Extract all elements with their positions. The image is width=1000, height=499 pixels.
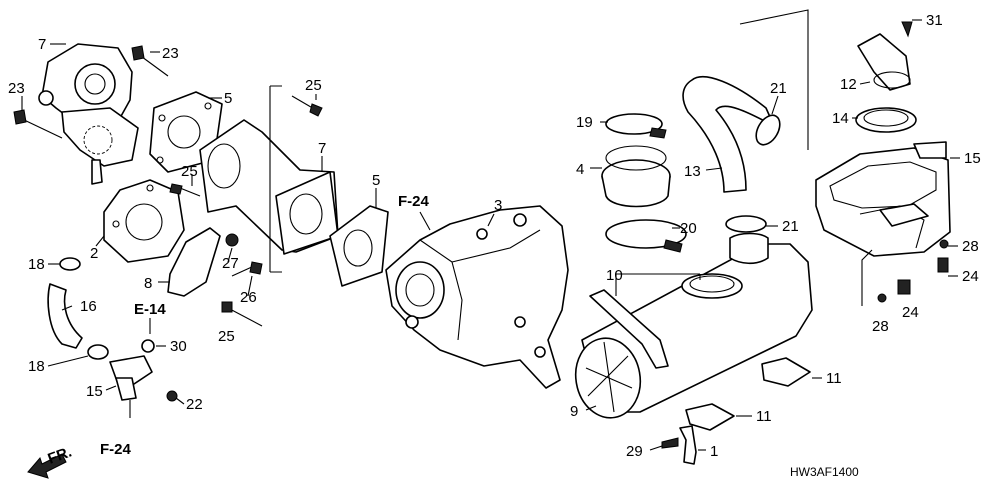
callout-5-left: 5 <box>224 90 232 107</box>
direction-label: FR. <box>46 444 75 468</box>
water-fitting-16 <box>109 339 178 418</box>
bolt-23-left <box>13 109 63 139</box>
heat-shield-8 <box>167 227 221 297</box>
seal-14 <box>855 107 917 133</box>
callout-5-right: 5 <box>372 172 380 189</box>
ref-f24-left: F-24 <box>100 441 132 458</box>
leader-lines <box>21 19 960 451</box>
hose-17 <box>47 283 83 349</box>
callout-28-right: 28 <box>962 238 979 255</box>
clamp-21-upper <box>755 114 781 146</box>
callout-21-upper: 21 <box>770 80 787 97</box>
clamp-19 <box>605 113 667 139</box>
bracket-1 <box>679 425 697 465</box>
callout-30: 30 <box>170 338 187 355</box>
callout-24-bottom: 24 <box>902 304 919 321</box>
callout-10: 10 <box>606 267 623 284</box>
callout-13: 13 <box>684 163 701 180</box>
callout-25-mid: 25 <box>181 163 198 180</box>
callout-24-right: 24 <box>962 268 979 285</box>
f24-arrow-center <box>419 211 431 231</box>
bolt-25-mid <box>169 183 201 197</box>
figure-code: HW3AF1400 <box>790 465 859 479</box>
gasket-lower <box>103 179 185 263</box>
leader-box-28 <box>861 249 873 306</box>
callout-2: 2 <box>90 245 98 262</box>
callout-17: 16 <box>80 298 97 315</box>
callout-18-lower: 18 <box>28 358 45 375</box>
callout-3: 3 <box>494 197 502 214</box>
callout-11-lower: 11 <box>756 408 772 425</box>
ring-6 <box>601 145 671 208</box>
outlet-12 <box>857 33 911 91</box>
washer-28-right <box>939 239 949 249</box>
callout-9: 9 <box>570 403 578 420</box>
callout-26: 26 <box>240 289 257 306</box>
clamp-18-lower <box>87 344 109 360</box>
tail-pipe-13 <box>682 75 775 193</box>
bolt-24-bottom <box>897 279 911 295</box>
callout-20: 20 <box>680 220 697 237</box>
clamp-20 <box>605 219 687 253</box>
screw-31 <box>901 21 913 38</box>
callout-23-top: 23 <box>162 45 179 62</box>
callout-25-bottom: 25 <box>218 328 235 345</box>
callout-28-bottom: 28 <box>872 318 889 335</box>
callout-numbers: 7 23 23 5 25 7 5 25 2 18 16 18 15 22 30 … <box>8 12 981 460</box>
gasket-5-right <box>329 205 389 287</box>
callout-31: 31 <box>926 12 943 29</box>
thermostat-housing <box>38 43 139 185</box>
bolt-26 <box>231 261 263 277</box>
callout-27: 27 <box>222 255 239 272</box>
callout-6: 4 <box>576 161 584 178</box>
ref-e14: E-14 <box>134 301 166 318</box>
leader-box-25 <box>269 85 282 273</box>
rivet-29 <box>661 437 679 449</box>
callout-25-top: 25 <box>305 77 322 94</box>
bolt-23-top <box>131 45 169 77</box>
callout-23-left: 23 <box>8 80 25 97</box>
pad-11-upper <box>761 357 811 387</box>
bolt-25-top <box>291 95 323 117</box>
washer-28-bottom <box>877 293 887 303</box>
clamp-21-lower <box>725 215 767 233</box>
band-10 <box>589 289 669 369</box>
muffler-section-3 <box>385 205 569 389</box>
callout-11-upper: 11 <box>826 370 842 387</box>
callout-29: 29 <box>626 443 643 460</box>
callout-12: 12 <box>840 76 857 93</box>
bolt-24-right <box>937 257 949 273</box>
callout-7: 7 <box>318 140 326 157</box>
callout-4: 7 <box>38 36 46 53</box>
front-direction-arrow <box>27 453 67 479</box>
callout-21-lower: 21 <box>782 218 799 235</box>
callout-15: 15 <box>964 150 981 167</box>
leader-box-13 <box>739 9 809 150</box>
callout-18-upper: 18 <box>28 256 45 273</box>
muffler-body-9 <box>574 232 813 419</box>
ref-f24-center: F-24 <box>398 193 430 210</box>
callout-1: 1 <box>710 443 718 460</box>
callout-16: 15 <box>86 383 103 400</box>
callout-22: 22 <box>186 396 203 413</box>
callout-8: 8 <box>144 275 152 292</box>
clamp-18-upper <box>59 257 81 271</box>
callout-19: 19 <box>576 114 593 131</box>
spark-arrester-15 <box>815 141 951 257</box>
callout-14: 14 <box>832 110 849 127</box>
nut-27 <box>225 233 239 247</box>
bolt-25-bottom <box>221 301 263 327</box>
pad-11-lower <box>685 403 735 431</box>
